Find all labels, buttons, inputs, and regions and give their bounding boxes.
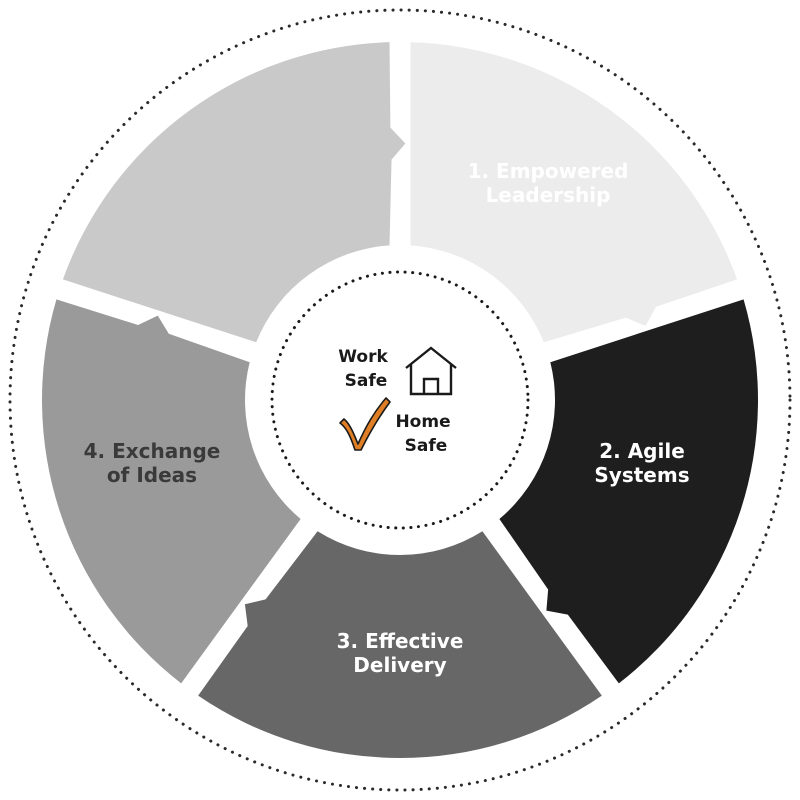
segment-label-line: 2. Agile	[599, 439, 685, 463]
work-line1: Work	[338, 347, 388, 367]
segment-label-line: Systems	[594, 463, 689, 487]
segment-label-line: of Ideas	[107, 463, 197, 487]
home-line2: Safe	[405, 436, 448, 456]
segment-delivery	[42, 299, 301, 684]
segment-label-line: Delivery	[353, 653, 446, 677]
work-line2: Safe	[345, 371, 388, 391]
segment-peak	[410, 42, 738, 343]
home-line1: Home	[395, 412, 450, 432]
segment-label-line: Leadership	[486, 183, 611, 207]
work-safe-label: Work Safe	[338, 347, 393, 391]
segment-agile	[198, 531, 602, 758]
checkmark-icon	[339, 397, 391, 451]
center-badge: Work Safe Home Safe	[338, 346, 457, 456]
segments-group: Peakperformance1. EmpoweredLeadership2. …	[42, 42, 758, 758]
inner-dotted-ring	[270, 270, 530, 530]
segment-label-line: 3. Effective	[337, 629, 464, 653]
house-icon	[405, 346, 457, 396]
outer-dotted-ring	[8, 8, 792, 792]
segment-label-line: 4. Exchange	[84, 439, 221, 463]
segment-leadership	[499, 299, 758, 684]
home-safe-label: Home Safe	[395, 412, 456, 456]
segment-label-line: 1. Empowered	[468, 159, 629, 183]
segment-ideas	[62, 42, 406, 343]
